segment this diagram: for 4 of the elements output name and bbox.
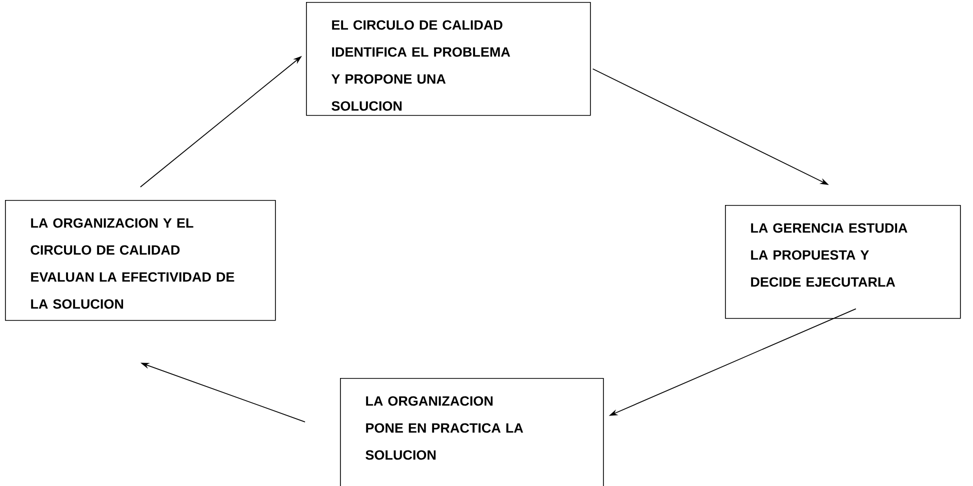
process-box: EL CIRCULO DE CALIDAD IDENTIFICA EL PROBLEMA Y PROPONE UNA SOLUCION: [306, 2, 591, 116]
process-box: LA GERENCIA ESTUDIA LA PROPUESTA Y DECIDE EJECUTARLA: [725, 205, 961, 319]
process-box: LA ORGANIZACION Y EL CIRCULO DE CALIDAD EVALUAN LA EFECTIVIDAD DE LA SOLUCION: [5, 200, 276, 321]
process-box: LA ORGANIZACION PONE EN PRACTICA LA SOLUCION: [340, 378, 604, 486]
